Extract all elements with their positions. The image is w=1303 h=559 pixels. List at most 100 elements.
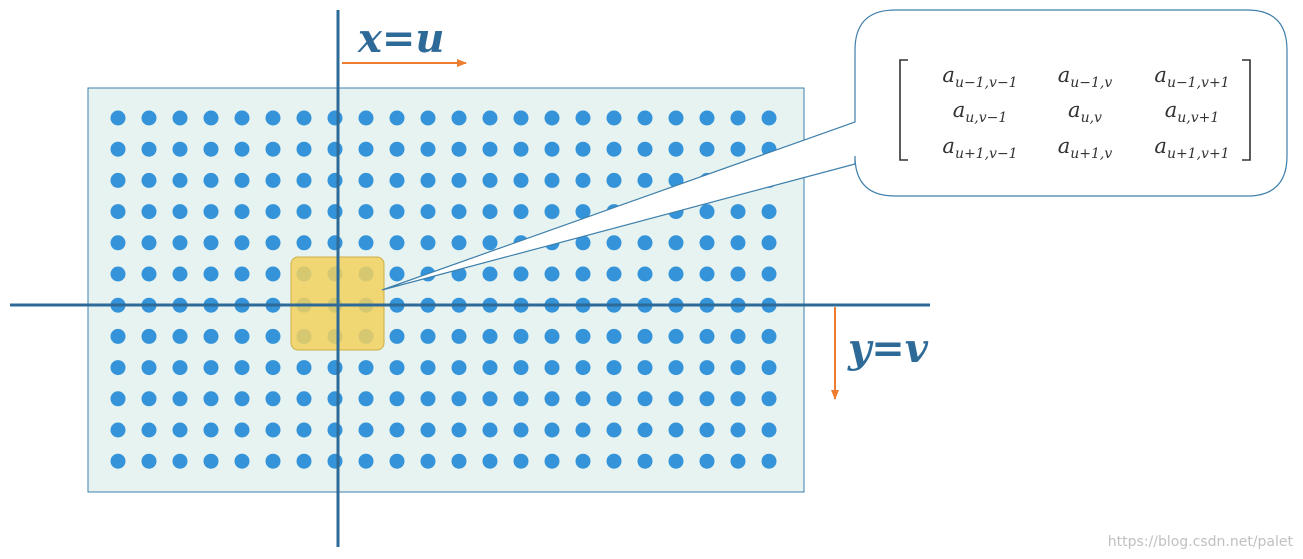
pixel-dot xyxy=(482,360,498,376)
pixel-dot xyxy=(606,328,622,344)
pixel-dot xyxy=(141,204,157,220)
pixel-dot xyxy=(761,204,777,220)
pixel-dot xyxy=(296,141,312,157)
pixel-dot xyxy=(141,141,157,157)
pixel-dot xyxy=(327,360,343,376)
pixel-dot xyxy=(730,204,746,220)
pixel-dot xyxy=(482,422,498,438)
pixel-dot xyxy=(575,204,591,220)
pixel-dot xyxy=(358,360,374,376)
pixel-dot xyxy=(451,141,467,157)
pixel-dot xyxy=(358,422,374,438)
pixel-dot xyxy=(606,422,622,438)
pixel-dot xyxy=(234,266,250,282)
pixel-dot xyxy=(420,204,436,220)
pixel-dot xyxy=(141,266,157,282)
pixel-dot xyxy=(234,360,250,376)
pixel-dot xyxy=(265,141,281,157)
pixel-dot xyxy=(544,453,560,469)
pixel-dot xyxy=(420,453,436,469)
pixel-dot xyxy=(606,266,622,282)
pixel-dot xyxy=(203,422,219,438)
pixel-dot xyxy=(761,360,777,376)
pixel-dot xyxy=(265,422,281,438)
pixel-dot xyxy=(265,391,281,407)
pixel-dot xyxy=(141,328,157,344)
pixel-dot xyxy=(296,172,312,188)
pixel-dot xyxy=(482,172,498,188)
pixel-dot xyxy=(234,204,250,220)
pixel-dot xyxy=(327,235,343,251)
matrix-cell: au,v xyxy=(1068,98,1102,126)
pixel-dot xyxy=(203,204,219,220)
pixel-dot xyxy=(172,391,188,407)
pixel-dot xyxy=(699,360,715,376)
pixel-dot xyxy=(637,453,653,469)
pixel-dot xyxy=(234,328,250,344)
pixel-dot xyxy=(420,110,436,126)
pixel-dot xyxy=(420,141,436,157)
pixel-dot xyxy=(141,422,157,438)
pixel-dot xyxy=(761,110,777,126)
pixel-dot xyxy=(234,172,250,188)
pixel-dot xyxy=(606,453,622,469)
pixel-dot xyxy=(327,141,343,157)
pixel-dot xyxy=(172,141,188,157)
pixel-dot xyxy=(575,360,591,376)
pixel-dot xyxy=(544,172,560,188)
pixel-dot xyxy=(265,235,281,251)
pixel-dot xyxy=(234,110,250,126)
pixel-dot xyxy=(699,235,715,251)
pixel-dot xyxy=(482,391,498,407)
pixel-dot xyxy=(265,204,281,220)
pixel-dot xyxy=(110,266,126,282)
pixel-dot xyxy=(575,172,591,188)
pixel-dot xyxy=(761,453,777,469)
matrix-cell: au+1,v xyxy=(1058,134,1113,162)
pixel-dot xyxy=(575,110,591,126)
pixel-dot xyxy=(637,110,653,126)
pixel-dot xyxy=(358,141,374,157)
matrix-left-bracket xyxy=(899,59,908,161)
pixel-dot xyxy=(482,110,498,126)
pixel-dot xyxy=(234,235,250,251)
pixel-dot xyxy=(420,360,436,376)
pixel-dot xyxy=(389,391,405,407)
matrix-callout xyxy=(381,9,1288,291)
pixel-grid-panel xyxy=(87,87,805,493)
pixel-dot xyxy=(668,360,684,376)
pixel-dot xyxy=(699,391,715,407)
pixel-dot xyxy=(668,110,684,126)
pixel-dot xyxy=(389,235,405,251)
matrix-cell: au,v−1 xyxy=(953,98,1008,126)
pixel-dot xyxy=(234,141,250,157)
pixel-dot xyxy=(761,422,777,438)
pixel-dot xyxy=(544,204,560,220)
pixel-dot xyxy=(141,453,157,469)
pixel-dot xyxy=(575,422,591,438)
pixel-dot xyxy=(451,328,467,344)
pixel-dot xyxy=(172,110,188,126)
pixel-dot xyxy=(513,204,529,220)
pixel-dot xyxy=(730,422,746,438)
pixel-dot xyxy=(575,328,591,344)
pixel-dot xyxy=(730,141,746,157)
pixel-dot xyxy=(544,141,560,157)
pixel-dot xyxy=(513,266,529,282)
pixel-dot xyxy=(637,422,653,438)
pixel-dot xyxy=(606,235,622,251)
pixel-dot xyxy=(544,328,560,344)
pixel-dot xyxy=(172,172,188,188)
pixel-dot xyxy=(451,391,467,407)
pixel-dot xyxy=(482,235,498,251)
pixel-dot xyxy=(110,172,126,188)
pixel-dot xyxy=(296,453,312,469)
pixel-dot xyxy=(451,453,467,469)
pixel-dot xyxy=(358,172,374,188)
pixel-dot xyxy=(203,360,219,376)
pixel-dot xyxy=(544,422,560,438)
pixel-dot xyxy=(203,141,219,157)
pixel-dot xyxy=(668,391,684,407)
